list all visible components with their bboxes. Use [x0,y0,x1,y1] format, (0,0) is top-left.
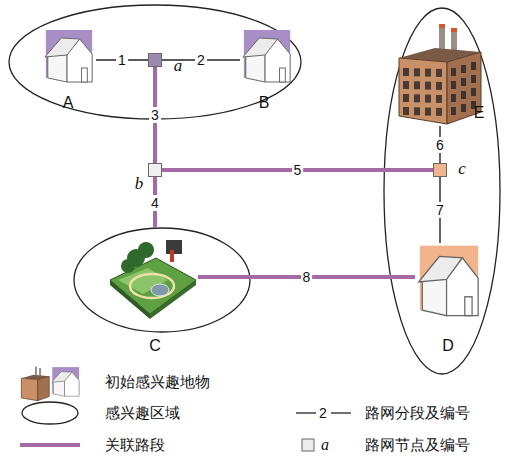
feature-letter: E [474,105,485,121]
icon-part [471,88,476,96]
segment-number: 6 [434,137,446,153]
feature-letter: B [259,95,270,111]
icon-part [425,82,431,90]
icon-part [414,68,420,76]
icon-part [461,104,466,112]
icon-part [422,278,446,316]
legend-text: 初始感兴趣地物 [105,375,210,390]
icon-part [419,256,463,282]
node-id: a [174,57,183,74]
icon-part [451,28,457,32]
icon-part [399,58,447,124]
icon-part [425,95,431,103]
road-node: b [148,163,162,177]
icon-part [436,82,442,90]
icon-part [130,274,174,298]
icon-part [246,54,265,82]
node-id: b [135,175,144,192]
icon-part [471,62,476,70]
legend-segment-line [331,412,351,413]
house-icon [42,28,96,86]
icon-part [436,108,442,116]
house-side [53,381,64,397]
house-icon [415,243,483,321]
icon-part [414,81,420,89]
feature-letter: D [442,338,454,354]
segment-number: 1 [116,52,128,68]
segment-number: 7 [434,202,446,218]
factory-side [38,376,50,400]
house-roof [52,372,72,383]
road-node: a [148,53,162,67]
icon-part [451,68,456,76]
icon-part [45,38,80,57]
icon-part [461,78,466,86]
legend-factory-icon [21,367,49,401]
icon-part [243,38,278,57]
icon-part [461,65,466,73]
icon-part [436,69,442,77]
icon-part [403,94,409,102]
feature-letter: C [149,338,161,354]
icon-part [451,94,456,102]
icon-part [436,95,442,103]
segment-number: 3 [149,107,161,123]
icon-part [138,242,154,258]
park-icon [108,228,198,320]
feature-icon: E [395,22,483,126]
region-ellipse [74,228,250,332]
icon-part [403,81,409,89]
segment-number: 5 [292,162,304,178]
segment-number: 2 [195,52,207,68]
feature-letter: A [63,95,74,111]
legend-text: 路网节点及编号 [365,438,470,453]
factory-icon [395,22,483,126]
icon-part [48,54,67,82]
feature-icon: D [415,243,483,321]
node-id: c [458,160,466,177]
legend-text: 感兴趣区域 [105,406,180,421]
legend-text: 路网分段及编号 [365,406,470,421]
feature-icon: C [108,228,198,320]
legend-node-square [302,439,314,451]
icon-part [471,75,476,83]
legend-house-icon [52,367,79,396]
icon-part [82,68,88,82]
region-ellipse [384,8,500,374]
icon-part [425,69,431,77]
icon-part [151,284,169,296]
icon-part [465,297,472,316]
icon-part [451,81,456,89]
icon-part [403,107,409,115]
legend-segment-line [296,412,316,413]
legend-ellipse [22,402,78,424]
legend-sample-label: a [320,437,330,453]
house-icon [240,28,294,86]
icon-part [414,107,420,115]
icon-part [414,94,420,102]
factory-front [21,378,37,400]
icon-part [280,68,286,82]
segment-number: 4 [149,195,161,211]
road-node: c [433,163,447,177]
icon-part [170,250,174,262]
legend-text: 关联路段 [105,438,165,453]
legend-purple-line [20,443,80,447]
icon-part [425,108,431,116]
icon-part [403,68,409,76]
feature-icon: A [42,28,96,86]
icon-part [439,24,445,28]
feature-icon: B [240,28,294,86]
legend-sample-label: 2 [318,406,328,420]
icon-part [121,259,135,273]
icon-part [461,91,466,99]
icon-part [451,107,456,115]
icon-part [110,258,196,314]
segment-number: 8 [301,269,313,285]
